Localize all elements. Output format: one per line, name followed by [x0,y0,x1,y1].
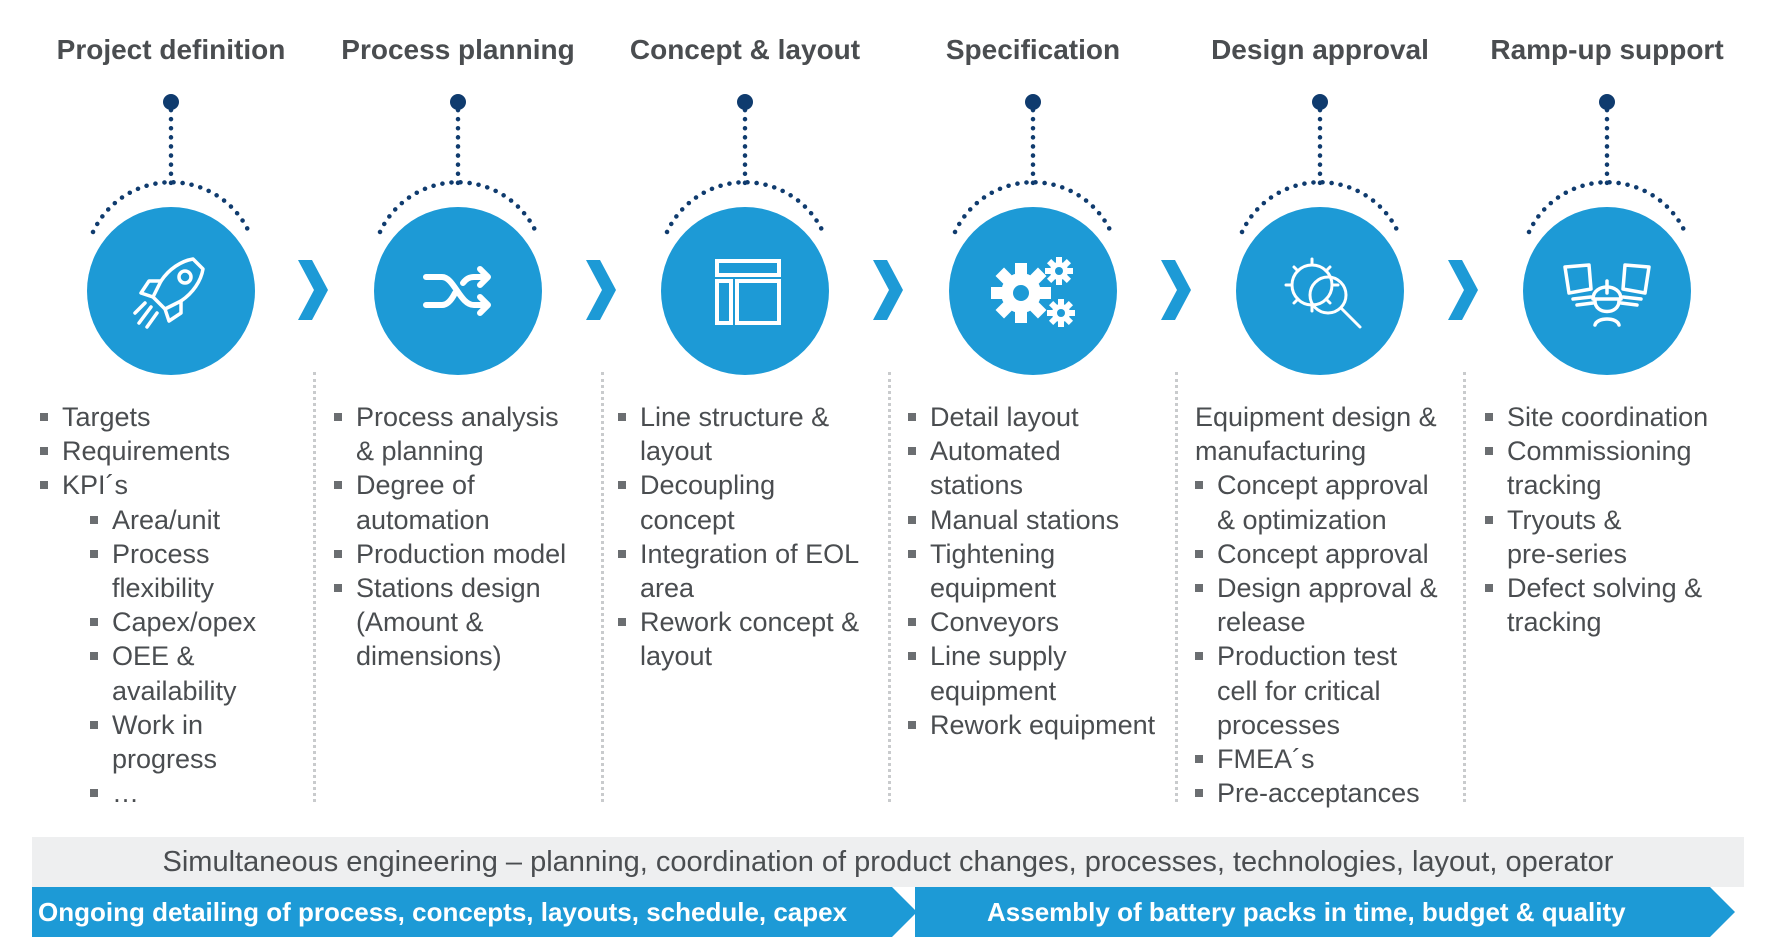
list-item: Capex/opex [40,605,256,639]
shuffle-icon [423,266,491,316]
list-item: Conveyors [908,605,1155,639]
phase-circle-4 [949,207,1117,375]
list-item: Detail layout [908,400,1155,434]
column-design-approval: Equipment design &manufacturing Concept … [1195,400,1438,810]
list-item: Line structure &layout [618,400,859,468]
simultaneous-engineering-band: Simultaneous engineering – planning, coo… [32,837,1744,887]
chevron-right-icon [1161,260,1191,320]
list-item: OEE &availability [40,639,256,707]
chevron-right-icon [1448,260,1478,320]
phase-circle-2 [374,207,542,375]
list-item: Pre-acceptances [1195,776,1438,810]
phase-title-design-approval: Design approval [1211,34,1429,65]
list-item: Process analysis& planning [334,400,566,468]
list-item: Requirements [40,434,256,468]
column-divider [888,372,891,802]
phase-title-specification: Specification [945,34,1121,65]
list-item: Design approval &release [1195,571,1438,639]
list-item: Stations design(Amount &dimensions) [334,571,566,674]
worker-screens-icon [1563,263,1651,327]
phase-circle-5 [1236,207,1404,375]
phase-title-project-definition: Project definition [56,34,286,65]
assembly-label: Assembly of battery packs in time, budge… [987,897,1626,927]
chevron-right-icon [586,260,616,320]
list-item: Production model [334,537,566,571]
layout-icon [715,259,781,325]
phase-circle-1 [87,207,255,375]
chevron-right-icon [873,260,903,320]
node-dot-3 [737,94,753,110]
list-item: Targets [40,400,256,434]
gears-icon [991,257,1075,327]
list-item: … [40,776,256,810]
phase-title-process-planning: Process planning [341,34,575,65]
assembly-arrow: Assembly of battery packs in time, budge… [915,887,1735,937]
list-item: Rework concept &layout [618,605,859,673]
column-intro: Equipment design &manufacturing [1195,402,1437,467]
phase-title-concept-layout: Concept & layout [629,34,861,65]
column-project-definition: Targets Requirements KPI´s Area/unit Pro… [40,400,256,810]
phase-circle-3 [661,207,829,375]
node-dot-5 [1312,94,1328,110]
list-item: Site coordination [1485,400,1708,434]
list-item: Rework equipment [908,708,1155,742]
list-item: Concept approval [1195,537,1438,571]
phase-title-ramp-up-support: Ramp-up support [1490,34,1724,65]
list-item: Tryouts &pre-series [1485,503,1708,571]
column-divider [1463,372,1466,802]
column-divider [1175,372,1178,802]
ongoing-detailing-label: Ongoing detailing of process, concepts, … [38,897,848,927]
list-item: KPI´s [40,468,256,502]
node-dot-6 [1599,94,1615,110]
list-item: FMEA´s [1195,742,1438,776]
column-divider [601,372,604,802]
rocket-icon [133,257,205,329]
node-dot-4 [1025,94,1041,110]
phase-circle-6 [1523,207,1691,375]
node-dot-2 [450,94,466,110]
list-item: Concept approval& optimization [1195,468,1438,536]
gear-magnifier-icon [1284,257,1362,329]
list-item: Defect solving &tracking [1485,571,1708,639]
chevron-right-icon [298,260,328,320]
column-divider [313,372,316,802]
list-item: Area/unit [40,503,256,537]
node-dot-1 [163,94,179,110]
ongoing-detailing-arrow: Ongoing detailing of process, concepts, … [32,887,917,937]
list-item: Manual stations [908,503,1155,537]
